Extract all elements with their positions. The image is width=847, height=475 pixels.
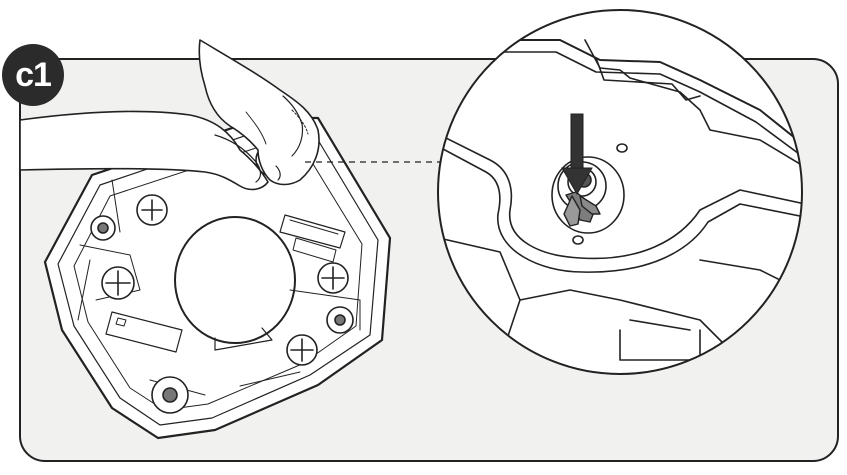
wheel-screw-icon (136, 194, 168, 226)
wheel-screw-icon (101, 266, 135, 300)
wheel-screw-icon (317, 262, 349, 294)
hand-icon (19, 39, 320, 191)
brush-screw-icon (151, 376, 189, 414)
brush-screw-icon (326, 306, 354, 334)
wheel-screw-icon (286, 334, 318, 366)
brush-screw-icon (90, 215, 116, 241)
robot-underside-icon (43, 116, 392, 440)
magnifier-circle-icon (437, 9, 803, 375)
step-badge: c1 (2, 44, 64, 106)
down-arrow-icon (561, 113, 593, 196)
step-label: c1 (15, 55, 52, 94)
